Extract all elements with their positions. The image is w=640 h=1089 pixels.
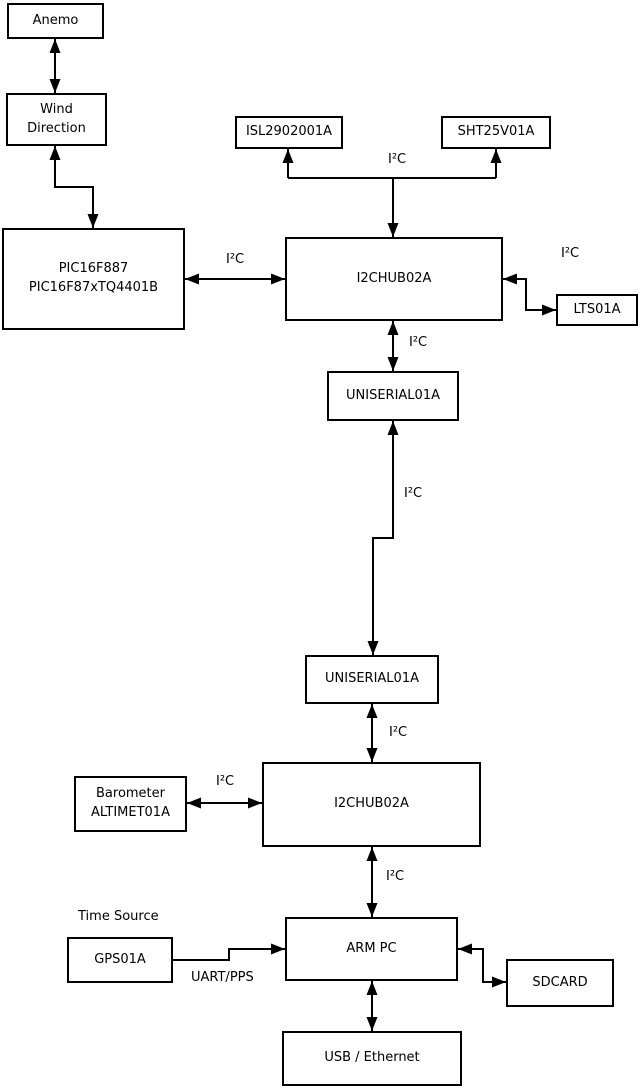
node-sdcard: SDCARD [506,959,614,1007]
node-isl2902001a: ISL2902001A [235,116,343,149]
node-uniserial01a-2: UNISERIAL01A [305,655,439,704]
node-uniserial01a-1: UNISERIAL01A [327,371,459,421]
node-pic16f887: PIC16F887 PIC16F87xTQ4401B [2,228,185,330]
label-i2c-hub1-uniserial1: I²C [409,335,428,350]
edge-wind-pic [49,146,99,228]
edge-gps-armpc [173,943,285,961]
node-sht25v01a: SHT25V01A [441,116,551,149]
label-i2c-uniserial-link: I²C [404,486,423,501]
label-i2c-hub1-lts: I²C [561,246,580,261]
node-i2chub02a-1: I2CHUB02A [285,237,503,321]
label-time-source: Time Source [78,909,159,924]
label-i2c-barometer-hub2: I²C [216,774,235,789]
label-i2c-hub2-armpc: I²C [386,869,405,884]
node-barometer-altimet01a: Barometer ALTIMET01A [74,776,187,832]
label-uart-pps: UART/PPS [191,970,254,985]
node-gps01a: GPS01A [67,937,173,983]
node-anemo: Anemo [7,3,104,39]
edge-armpc-sdcard [458,943,506,988]
label-i2c-pic-hub1: I²C [226,252,245,267]
label-i2c-uniserial2-hub2: I²C [389,725,408,740]
node-wind-direction: Wind Direction [6,93,107,146]
node-lts01a: LTS01A [556,294,638,326]
edge-uniserial1-uniserial2 [367,421,399,655]
node-arm-pc: ARM PC [285,917,458,981]
node-i2chub02a-2: I2CHUB02A [262,762,481,847]
node-usb-ethernet: USB / Ethernet [282,1031,462,1086]
label-i2c-sensor-bus: I²C [388,152,407,167]
edge-hub1-lts [503,273,556,316]
